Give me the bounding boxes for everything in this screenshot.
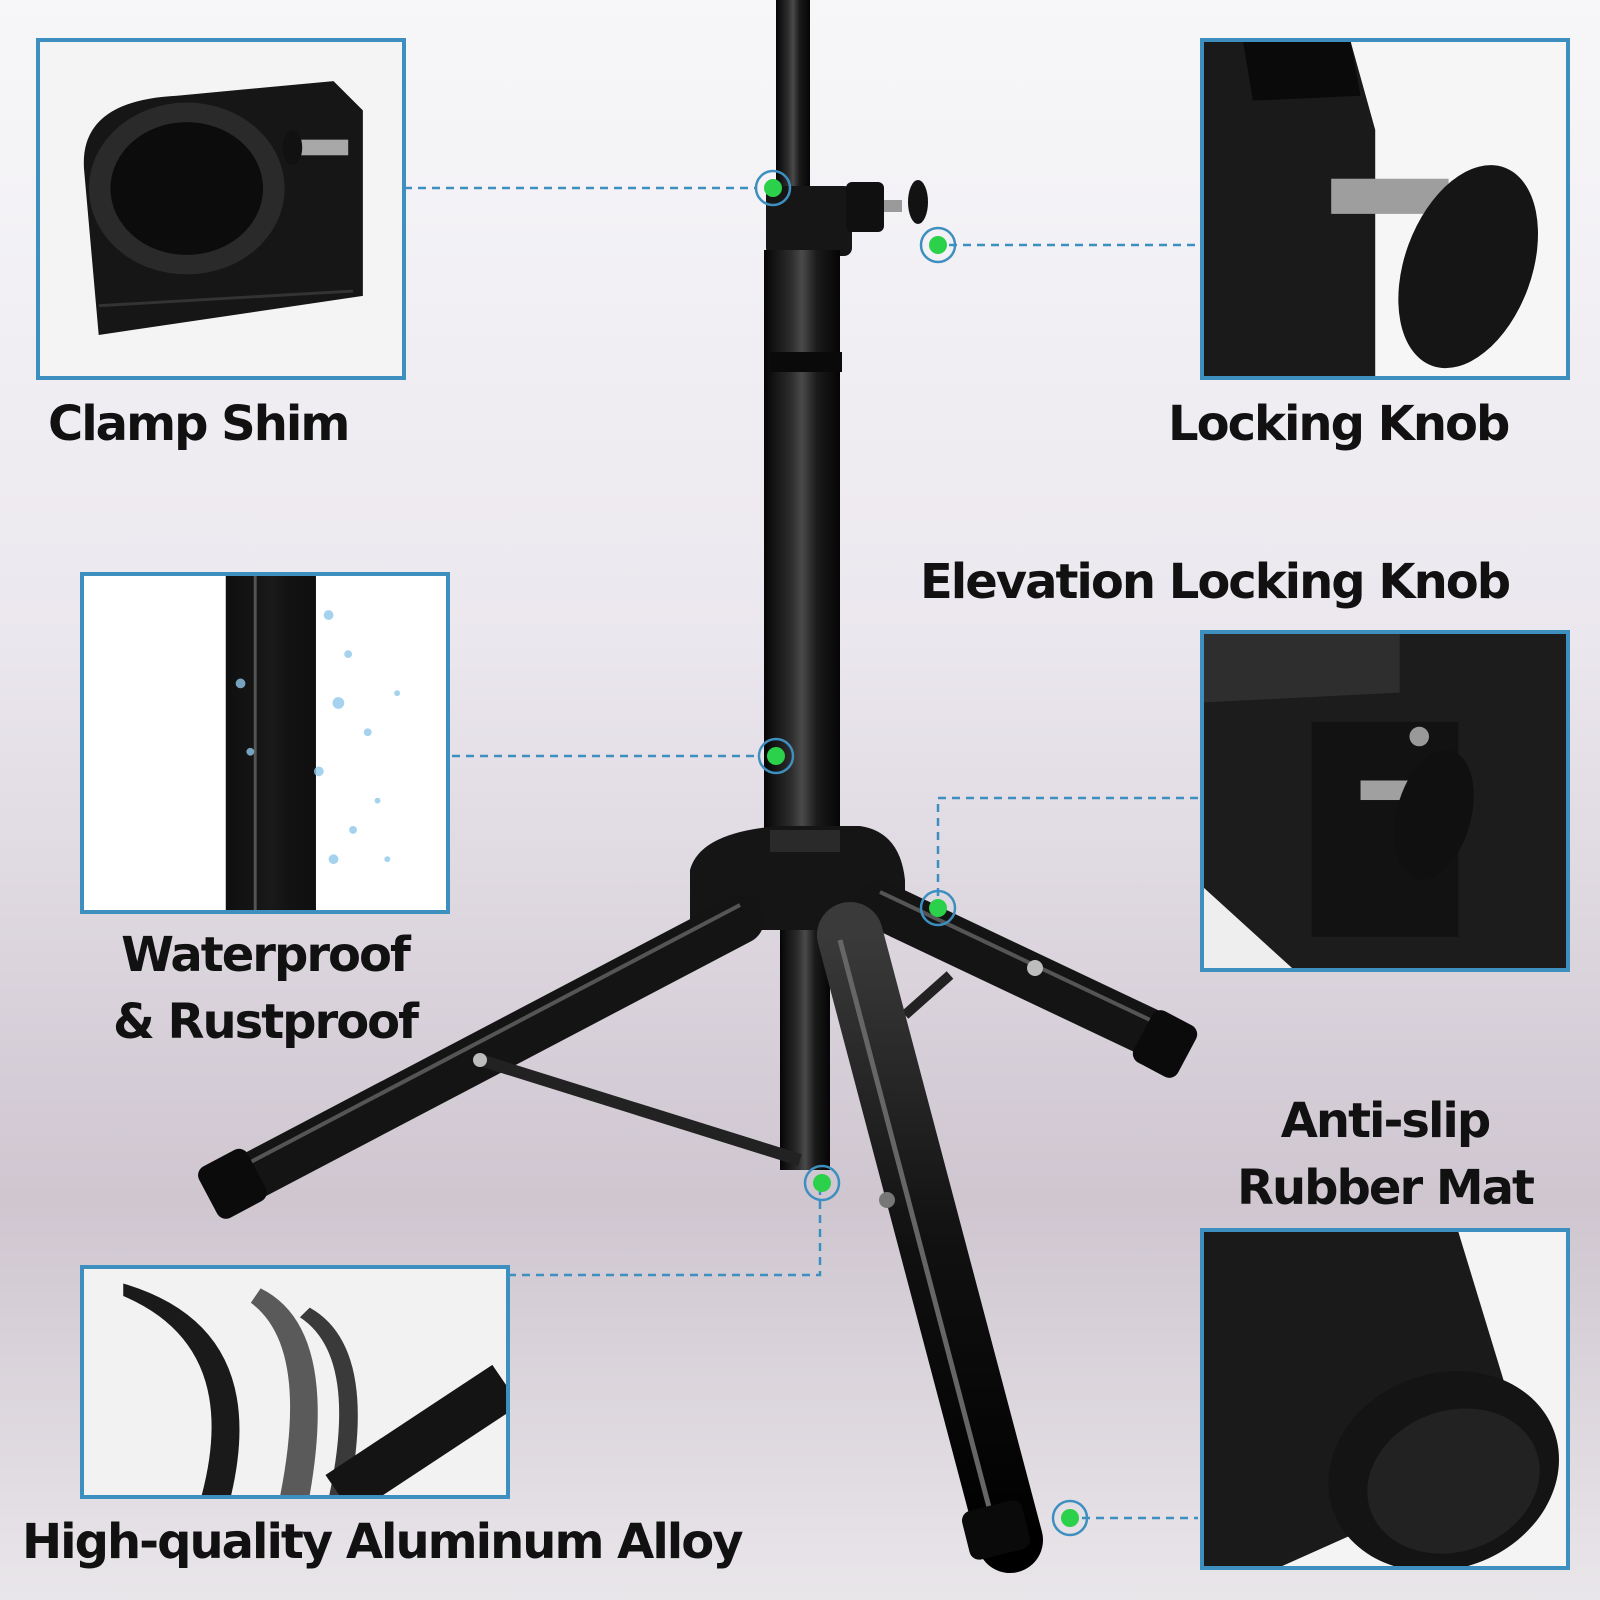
locking-knob-label: Locking Knob [1168,396,1510,452]
clamp-knob [908,180,928,224]
marker-dot-clamp [754,169,792,207]
clamp-collar [766,186,852,256]
marker-dot-aluminum [803,1164,841,1202]
locking-knob-detail-panel [1200,38,1570,380]
marker-dot-anti-slip [1051,1499,1089,1537]
anti-slip-detail-panel [1200,1228,1570,1570]
clamp-shim-label: Clamp Shim [48,396,350,452]
marker-dot-elevation-knob [919,889,957,927]
anti-slip-label-line1: Anti-slip [1280,1093,1491,1149]
leader-aluminum [508,1185,822,1277]
waterproof-label-line1: Waterproof [121,927,411,983]
front-leg [817,902,1043,1573]
waterproof-label-line2: & Rustproof [112,994,419,1051]
right-leg [856,881,1189,1064]
marker-dot-waterproof [757,737,795,775]
waterproof-label: Waterproof & Rustproof [80,922,450,1056]
elevation-locking-knob-label: Elevation Locking Knob [920,554,1511,610]
anti-slip-label-line2: Rubber Mat [1237,1160,1535,1217]
aluminum-alloy-label: High-quality Aluminum Alloy [22,1514,743,1570]
clamp-shim-detail-panel [36,38,406,380]
elevation-knob-detail-panel [1200,630,1570,972]
left-leg [221,896,764,1204]
upper-pole [776,0,810,200]
anti-slip-label: Anti-slip Rubber Mat [1200,1088,1570,1222]
marker-dot-locking-knob [919,226,957,264]
aluminum-alloy-detail-panel [80,1265,510,1499]
waterproof-detail-panel [80,572,450,914]
leader-elevation-knob [936,796,1198,905]
